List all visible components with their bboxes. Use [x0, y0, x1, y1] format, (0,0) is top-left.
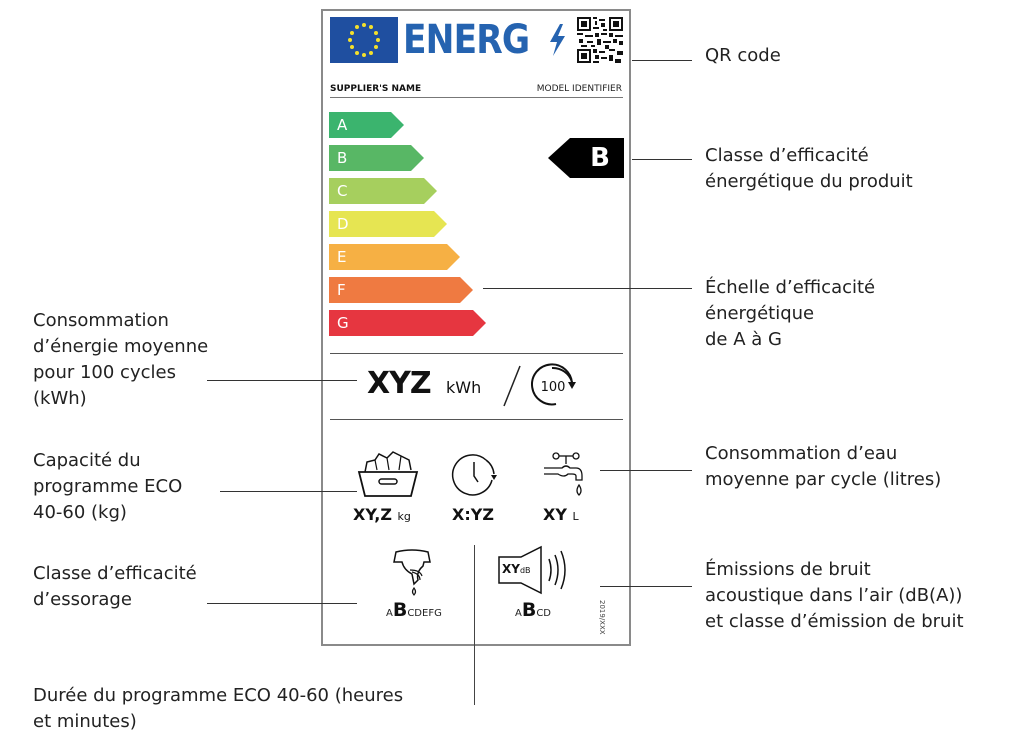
clock-icon [450, 450, 502, 500]
scale-letter: C [337, 182, 348, 200]
leader-line [632, 60, 692, 61]
annotation-qr-code: QR code [705, 45, 781, 66]
qr-code-icon[interactable] [577, 17, 623, 63]
scale-letter: F [337, 281, 346, 299]
water-value: XY [543, 505, 567, 524]
noise-class-selected: B [521, 599, 537, 621]
scale-letter: G [337, 314, 349, 332]
product-class-arrow-icon [548, 138, 624, 178]
spin-class-suffix: CDEFG [407, 608, 442, 619]
leader-line [632, 159, 692, 160]
annotation-product-class: Classe d’efficacité énergétique du produ… [705, 145, 913, 192]
scale-bar-d: D [329, 211, 447, 237]
product-class-letter: B [590, 143, 610, 173]
lightning-bolt-icon [546, 22, 568, 58]
spin-class-prefix: A [386, 608, 393, 619]
scale-bar-f: F [329, 277, 473, 303]
water-readout: XY L [543, 505, 579, 524]
section-divider [330, 353, 623, 354]
water-unit: L [572, 510, 579, 523]
spin-shirt-icon [390, 548, 434, 596]
noise-class-scale: ABCD [515, 599, 551, 621]
annotation-scale: Échelle d’efficacité énergétique de A à … [705, 277, 876, 350]
cycle-arrow-icon: 100 [528, 362, 584, 410]
annotation-capacity: Capacité du programme ECO 40-60 (kg) [33, 450, 183, 523]
scale-bar-a: A [329, 112, 404, 138]
annotation-duration: Durée du programme ECO 40-60 (heures et … [33, 685, 404, 732]
capacity-value: XY,Z [353, 505, 392, 524]
model-identifier: MODEL IDENTIFIER [536, 84, 622, 94]
water-tap-icon [542, 450, 588, 500]
capacity-readout: XY,Z kg [353, 505, 411, 524]
spin-class-selected: B [392, 599, 408, 621]
leader-line [483, 288, 692, 289]
noise-readout: XYdB [502, 562, 531, 576]
leader-line [220, 491, 357, 492]
speaker-icon [497, 545, 577, 595]
laundry-basket-icon [357, 450, 419, 498]
scale-bar-c: C [329, 178, 437, 204]
scale-letter: B [337, 149, 348, 167]
noise-class-suffix: CD [536, 608, 552, 619]
scale-letter: D [337, 215, 349, 233]
section-divider [330, 419, 623, 420]
scale-bar-b: B [329, 145, 424, 171]
header-divider [330, 97, 623, 98]
energy-consumption-value: XYZ [367, 366, 432, 401]
supplier-name: SUPPLIER'S NAME [330, 84, 422, 94]
cycle-count: 100 [541, 380, 566, 395]
annotation-noise: Émissions de bruit acoustique dans l’air… [705, 559, 964, 632]
regulation-number: 2019/XXX [598, 600, 606, 635]
annotation-energy: Consommation d’énergie moyenne pour 100 … [33, 310, 209, 409]
spin-class-scale: ABCDEFG [386, 599, 442, 621]
annotation-spin: Classe d’efficacité d’essorage [33, 563, 197, 610]
duration-value: X:YZ [452, 505, 494, 524]
capacity-unit: kg [397, 510, 411, 523]
energy-consumption-unit: kWh [446, 378, 482, 397]
leader-line [600, 470, 692, 471]
bottom-section-divider [474, 545, 475, 705]
scale-letter: A [337, 116, 348, 134]
energy-brand-word: ENERG [403, 17, 530, 63]
slash-divider-icon [500, 362, 524, 410]
leader-line [207, 380, 357, 381]
noise-value: XY [502, 562, 520, 576]
noise-unit: dB [519, 566, 531, 575]
scale-bar-g: G [329, 310, 486, 336]
scale-bar-e: E [329, 244, 460, 270]
annotation-water: Consommation d’eau moyenne par cycle (li… [705, 443, 942, 490]
leader-line [600, 586, 692, 587]
noise-class-prefix: A [515, 608, 522, 619]
eu-flag-icon [330, 17, 398, 63]
leader-line [207, 603, 357, 604]
scale-letter: E [337, 248, 347, 266]
